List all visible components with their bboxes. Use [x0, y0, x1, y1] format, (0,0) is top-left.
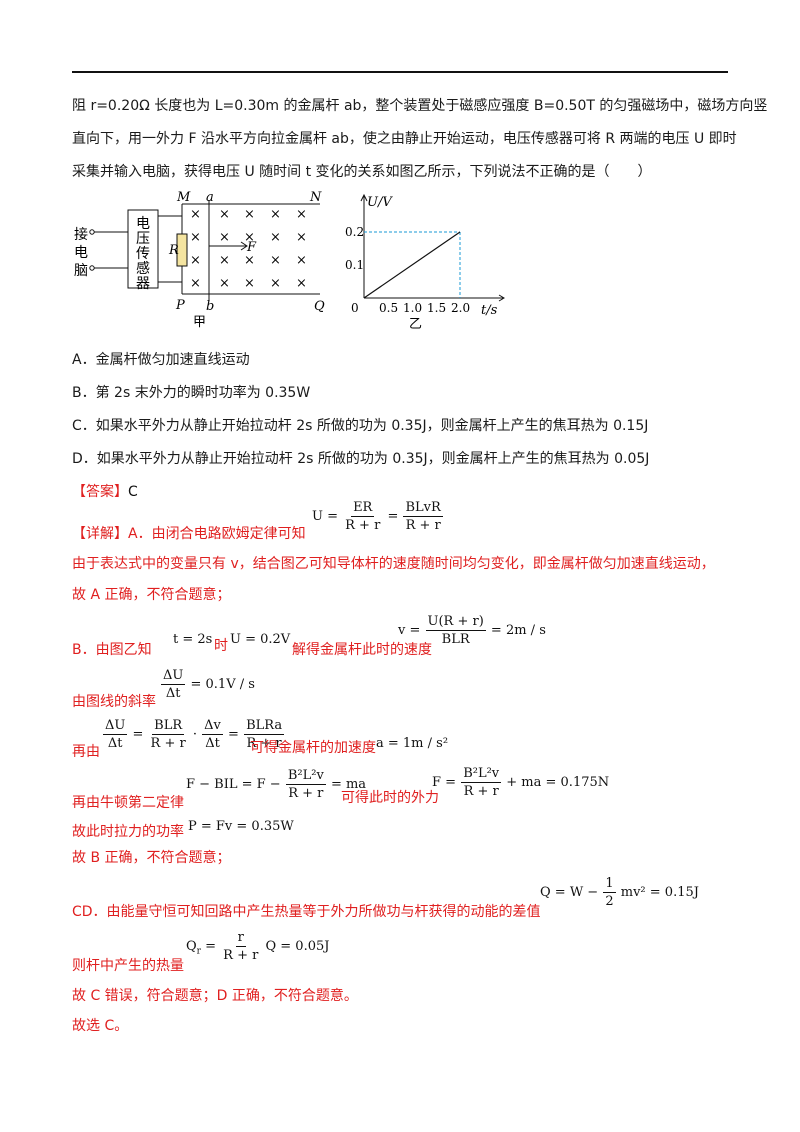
- header-rule: [72, 71, 728, 73]
- explain-b-force: 可得此时的外力: [341, 790, 439, 806]
- formula-accel: a = 1m / s²: [376, 736, 449, 751]
- explain-cd-head: CD．由能量守恒可知回路中产生热量等于外力所做功与杆获得的动能的差值: [72, 904, 541, 920]
- label-nao: 脑: [74, 263, 88, 279]
- x-tick-label: 0: [351, 301, 359, 315]
- field-cross: ×: [190, 207, 201, 222]
- explain-final: 故选 C。: [72, 1018, 129, 1034]
- field-cross: ×: [219, 207, 230, 222]
- field-cross: ×: [296, 276, 307, 291]
- label-M: M: [176, 190, 191, 205]
- formula-power: P = Fv = 0.35W: [188, 819, 294, 834]
- option-b: B．第 2s 末外力的瞬时功率为 0.35W: [72, 385, 311, 401]
- answer-bracket: 【答案】: [72, 484, 128, 500]
- field-cross: ×: [244, 207, 255, 222]
- field-cross: ×: [190, 230, 201, 245]
- caption-yi: 乙: [409, 317, 422, 330]
- x-tick-label: 2.0: [451, 301, 470, 315]
- field-cross: ×: [270, 253, 281, 268]
- label-b: b: [206, 299, 214, 314]
- x-axis-label: t/s: [481, 303, 498, 318]
- label-Q: Q: [314, 299, 325, 314]
- sensor-char: 电: [136, 216, 150, 232]
- explain-b-solve: 解得金属杆此时的速度: [292, 642, 432, 658]
- problem-line-1: 阻 r=0.20Ω 长度也为 L=0.30m 的金属杆 ab，整个装置处于磁感应…: [72, 98, 768, 114]
- answer-line: 【答案】C: [72, 482, 138, 502]
- terminal-top: [89, 229, 95, 235]
- formula-u: U = 0.2V: [230, 632, 291, 647]
- label-jie: 接: [74, 226, 88, 243]
- option-a: A．金属杆做匀加速直线运动: [72, 352, 250, 368]
- field-cross: ×: [296, 230, 307, 245]
- problem-line-2: 直向下，用一外力 F 沿水平方向拉金属杆 ab，使之由静止开始运动，电压传感器可…: [72, 131, 737, 147]
- explain-b-slope: 由图线的斜率: [72, 694, 156, 710]
- explain-b-when: 时: [214, 638, 228, 654]
- problem-line-3: 采集并输入电脑，获得电压 U 随时间 t 变化的关系如图乙所示，下列说法不正确的…: [72, 164, 652, 180]
- explain-cd-end: 故 C 错误，符合题意；D 正确，不符合题意。: [72, 988, 358, 1004]
- label-R: R: [168, 243, 179, 258]
- explain-b-again: 再由: [72, 744, 100, 760]
- field-cross: ×: [219, 276, 230, 291]
- field-cross: ×: [219, 230, 230, 245]
- x-axis-arrow: [498, 294, 505, 302]
- label-P: P: [175, 298, 185, 313]
- formula-velocity: v = U(R + r)BLR = 2m / s: [398, 614, 546, 647]
- x-tick-label: 1.5: [427, 301, 446, 315]
- y-tick-label: 0.2: [345, 225, 364, 239]
- explain-b-end: 故 B 正确，不符合题意；: [72, 850, 231, 866]
- field-cross: ×: [190, 253, 201, 268]
- field-cross: ×: [296, 207, 307, 222]
- field-cross: ×: [244, 276, 255, 291]
- field-cross: ×: [296, 253, 307, 268]
- voltage-time-chart: 0 0.5 1.0 1.5 2.0 0.1 0.2 U/V t/s 乙: [345, 193, 505, 330]
- series-line: [363, 231, 461, 299]
- explain-a-line3: 故 A 正确，不符合题意；: [72, 587, 231, 603]
- y-axis-label: U/V: [367, 195, 393, 210]
- formula-t: t = 2s: [173, 632, 213, 647]
- explain-a-head: 【详解】A．由闭合电路欧姆定律可知: [72, 526, 306, 542]
- circuit-figure: 接 电 脑 电压传感器 M a N R F P b Q 甲 ××××××××××…: [74, 190, 325, 330]
- option-c: C．如果水平外力从静止开始拉动杆 2s 所做的功为 0.35J，则金属杆上产生的…: [72, 418, 649, 434]
- option-d: D．如果水平外力从静止开始拉动杆 2s 所做的功为 0.35J，则金属杆上产生的…: [72, 451, 650, 467]
- field-cross: ×: [244, 253, 255, 268]
- sensor-char: 压: [136, 231, 150, 247]
- y-axis-arrow: [360, 193, 368, 202]
- field-cross: ×: [219, 253, 230, 268]
- caption-jia: 甲: [193, 315, 206, 330]
- sensor-char: 传: [136, 246, 150, 262]
- explain-a-line2: 由于表达式中的变量只有 v，结合图乙可知导体杆的速度随时间均匀变化，即金属杆做匀…: [72, 556, 715, 572]
- answer-value: C: [128, 484, 138, 500]
- sensor-char: 器: [136, 276, 150, 292]
- label-F: F: [246, 240, 257, 255]
- explain-b-power: 故此时拉力的功率: [72, 824, 184, 840]
- field-cross: ×: [270, 207, 281, 222]
- field-cross: ×: [270, 276, 281, 291]
- x-tick-label: 0.5: [379, 301, 398, 315]
- resistor-R: [176, 233, 188, 267]
- label-a: a: [206, 190, 214, 205]
- x-tick-label: 1.0: [403, 301, 422, 315]
- explain-b-newton: 再由牛顿第二定律: [72, 795, 184, 811]
- explain-b-accel: 可得金属杆的加速度: [250, 740, 376, 756]
- field-cross: ×: [244, 230, 255, 245]
- explain-b-head: B．由图乙知: [72, 642, 152, 658]
- label-N: N: [309, 190, 322, 205]
- terminal-bottom: [89, 265, 95, 271]
- y-tick-label: 0.1: [345, 258, 364, 272]
- field-cross: ×: [190, 276, 201, 291]
- label-dian: 电: [74, 245, 88, 261]
- explain-cd-rod: 则杆中产生的热量: [72, 958, 184, 974]
- field-cross: ×: [270, 230, 281, 245]
- sensor-char: 感: [136, 260, 150, 277]
